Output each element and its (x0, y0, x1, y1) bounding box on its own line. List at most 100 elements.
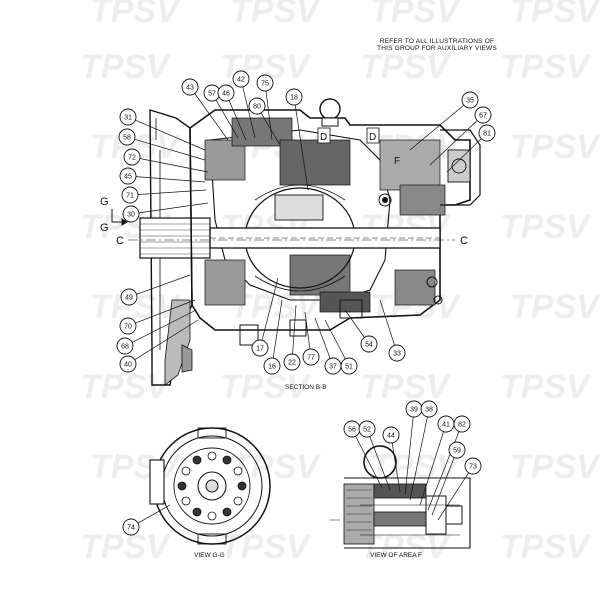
leader-line (431, 457, 455, 516)
section-callout-49: 49 (120, 288, 138, 306)
callout-circle (232, 70, 250, 88)
section-callout-81: 81 (478, 124, 496, 142)
callout-circle (340, 357, 358, 375)
leader-line (391, 442, 401, 493)
leader-line (135, 299, 196, 324)
section-marker-c-left: C (116, 235, 124, 247)
callout-circle (119, 317, 137, 335)
callout-circle (474, 106, 492, 124)
watermark-text: TPSV (230, 0, 322, 30)
callout-label: 72 (128, 155, 136, 162)
leader-line (260, 112, 281, 146)
callout-label: 73 (469, 464, 477, 471)
area-f-callout-56: 56 (343, 420, 361, 438)
caption-view-area-f: VIEW OF AREA F (370, 552, 423, 559)
main-housing (189, 109, 471, 331)
section-callout-58: 58 (118, 128, 136, 146)
section-callout-31: 31 (119, 108, 137, 126)
flange-bolt (181, 466, 191, 476)
watermark-text: TPSV (500, 48, 592, 86)
leader-line (194, 93, 229, 141)
section-marker-g-bottom: G (100, 222, 109, 234)
flange-bolt (207, 511, 217, 521)
input-shaft (139, 217, 211, 259)
callout-label: 31 (124, 115, 132, 122)
leader-line (138, 202, 209, 214)
leader-line (294, 104, 309, 191)
callout-circle (121, 186, 139, 204)
leader-line (228, 100, 247, 141)
leader-line (437, 472, 469, 521)
leader-line (134, 319, 199, 360)
watermark-text: TPSV (500, 208, 592, 246)
callout-label: 56 (348, 427, 356, 434)
leader-lines (131, 86, 482, 524)
section-callout-54: 54 (360, 335, 378, 353)
header-note-line1: REFER TO ALL ILLUSTRATIONS OF (379, 38, 495, 45)
watermark-text: TPSV (80, 368, 172, 406)
callout-circle (453, 415, 471, 433)
callout-label: 43 (186, 85, 194, 92)
flange-bolt (237, 481, 247, 491)
callout-label: 38 (425, 407, 433, 414)
leader-line (379, 299, 395, 346)
area-f-callout-73: 73 (464, 457, 482, 475)
callout-label: 42 (237, 77, 245, 84)
section-callout-30: 30 (122, 205, 140, 223)
callout-circle (119, 108, 137, 126)
area-f-callout-82: 82 (453, 415, 471, 433)
area-f-callout-44: 44 (382, 426, 400, 444)
leader-line (355, 435, 383, 489)
view-gg-callout-74: 74 (122, 518, 140, 536)
flange-bolt (233, 496, 243, 506)
flange-bolt (233, 466, 243, 476)
section-callout-77: 77 (302, 348, 320, 366)
section-callout-18: 18 (285, 88, 303, 106)
callout-label: 33 (393, 351, 401, 358)
flange-bolt (192, 507, 202, 517)
section-callout-72: 72 (123, 148, 141, 166)
watermark-text: TPSV (370, 0, 462, 30)
section-marker-d-1: D (320, 132, 327, 143)
callout-label: 67 (479, 113, 487, 120)
callout-label: 75 (261, 81, 269, 88)
leader-line (429, 120, 478, 166)
section-callout-70: 70 (119, 317, 137, 335)
leader-line (272, 299, 283, 359)
watermark-text: TPSV (510, 128, 600, 166)
watermark-text: TPSV (230, 448, 322, 486)
callout-circle (217, 84, 235, 102)
callout-circle (302, 348, 320, 366)
leader-line (369, 436, 391, 491)
section-callout-16: 16 (263, 357, 281, 375)
header-note-line2: THIS GROUP FOR AUXILIARY VIEWS (377, 45, 497, 52)
callout-label: 81 (483, 131, 491, 138)
area-f-drawing (330, 445, 471, 549)
callout-label: 70 (124, 324, 132, 331)
leader-line (261, 277, 279, 341)
callout-label: 17 (256, 346, 264, 353)
leader-line (409, 416, 428, 501)
flange-bolt (192, 455, 202, 465)
section-callout-51: 51 (340, 357, 358, 375)
section-marker-d-2: D (369, 132, 376, 143)
section-callout-17: 17 (251, 339, 269, 357)
lifting-eye (319, 98, 341, 120)
caption-view-gg: VIEW G-G (194, 552, 225, 559)
leader-line (404, 416, 414, 496)
leader-line (446, 138, 482, 173)
callout-circle (358, 420, 376, 438)
callout-circle (251, 339, 269, 357)
callout-circle (478, 124, 496, 142)
watermark-text: TPSV (220, 368, 312, 406)
callout-circle (116, 337, 134, 355)
leader-line (409, 104, 465, 151)
area-f-callout-52: 52 (358, 420, 376, 438)
callout-label: 16 (268, 364, 276, 371)
callout-circle (123, 148, 141, 166)
drive-shaft (209, 227, 441, 249)
callout-label: 74 (127, 525, 135, 532)
leader-line (344, 309, 365, 338)
